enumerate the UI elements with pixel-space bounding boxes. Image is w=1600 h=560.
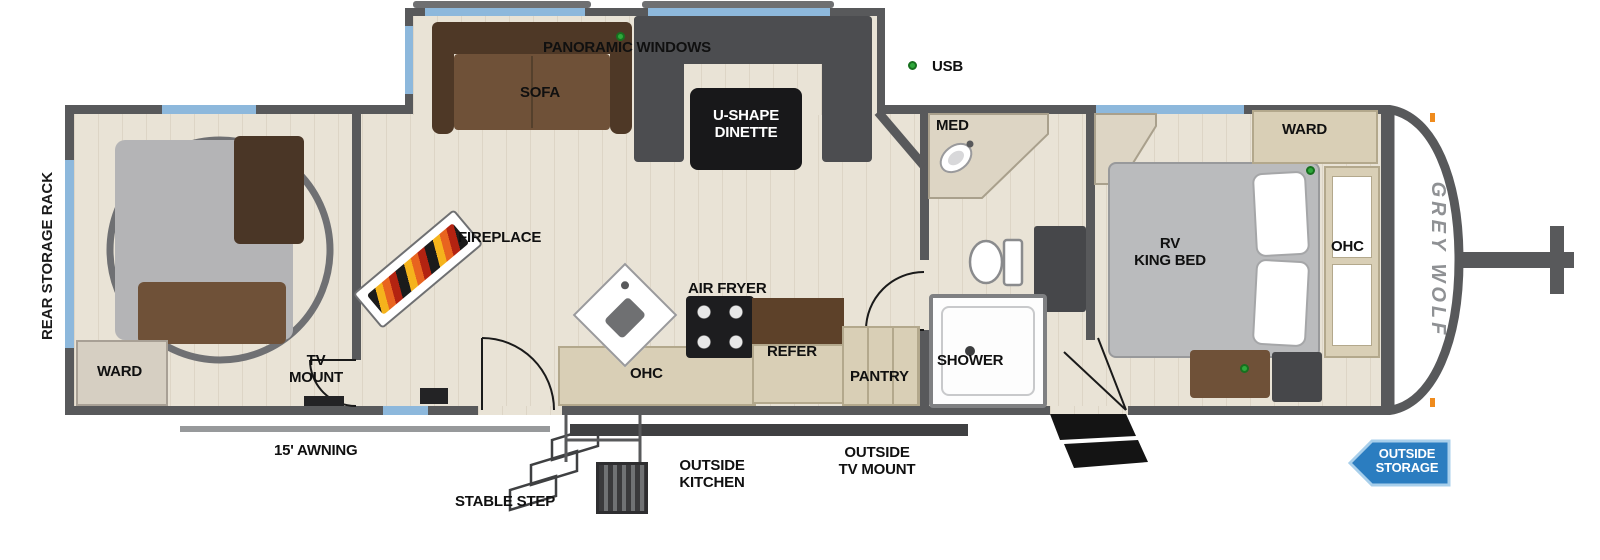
bed-foot-bench: [1190, 350, 1270, 398]
stable-step-label: STABLE STEP: [455, 493, 556, 510]
cap-marker-top: [1430, 113, 1435, 122]
fireplace-label: FIREPLACE: [458, 229, 542, 246]
usb-dot-bed: [1240, 364, 1249, 373]
med-label: MED: [936, 117, 969, 134]
awning-rail: [180, 426, 550, 432]
entry-step-upper: [1050, 414, 1136, 440]
panoramic-windows-label: PANORAMIC WINDOWS: [543, 39, 711, 56]
slide-topper-right: [642, 1, 834, 8]
bathroom-left-wall-upper: [920, 114, 929, 260]
outside-storage-label: OUTSIDE STORAGE: [1375, 446, 1439, 476]
rear-seat-backrest: [234, 136, 304, 244]
kitchen-sink-basin: [603, 296, 647, 340]
front-ward-label: WARD: [1282, 121, 1328, 138]
king-bed-label: RV KING BED: [1134, 235, 1206, 269]
rear-side-window: [65, 160, 74, 348]
shower-pan: [941, 306, 1035, 396]
rear-bottom-window: [383, 406, 428, 415]
outside-tv-mount-rail: [570, 424, 968, 436]
shower-label: SHOWER: [937, 352, 1004, 369]
kitchen-ohc-label: OHC: [630, 365, 663, 382]
bathroom-right-wall: [1086, 114, 1095, 340]
slideout-window-right: [648, 8, 830, 16]
sofa-label: SOFA: [520, 84, 561, 101]
usb-dot-legend: [908, 61, 917, 70]
slide-topper-left: [413, 1, 591, 8]
air-fryer-label: AIR FRYER: [688, 280, 767, 297]
pillow-bottom: [1251, 258, 1311, 348]
hitch-tongue: [1452, 252, 1564, 268]
dinette-label: U-SHAPE DINETTE: [712, 107, 780, 141]
cap-marker-bottom: [1430, 398, 1435, 407]
stable-step-tread-2: [529, 449, 579, 487]
range-air-fryer: [686, 296, 754, 358]
rear-wardrobe: [76, 340, 168, 406]
front-ohc-label: OHC: [1331, 238, 1364, 255]
entry-step-lower: [1064, 440, 1148, 468]
bathroom-left-wall-lower: [920, 330, 929, 406]
usb-dot-ward: [1306, 166, 1315, 175]
rear-top-window: [162, 105, 256, 114]
refrigerator-top: [752, 298, 844, 344]
shower: [929, 294, 1047, 408]
pillow-top: [1251, 170, 1311, 258]
refer-label: REFER: [767, 343, 817, 360]
rear-divider-wall: [352, 114, 361, 360]
hitch-crossbar: [1550, 226, 1564, 294]
pantry-label: PANTRY: [850, 368, 909, 385]
living-tv-bracket: [420, 388, 448, 404]
slideout-window-left: [425, 8, 585, 16]
bedroom-dark-cabinet: [1272, 352, 1322, 402]
sofa-arm-left: [432, 22, 454, 134]
rear-tv-bracket: [304, 396, 344, 406]
hitch-coupler: [1564, 252, 1574, 268]
dinette-bench-right: [822, 16, 872, 162]
rear-tv-mount-label: TV MOUNT: [289, 352, 343, 386]
main-entry-opening: [478, 406, 562, 415]
outside-kitchen-label: OUTSIDE KITCHEN: [679, 457, 745, 491]
awning-label: 15' AWNING: [274, 442, 358, 459]
sofa-back: [432, 22, 632, 54]
slideout-side-window: [405, 26, 413, 94]
front-entry-opening: [1050, 406, 1128, 415]
brand-logo: GREY WOLF: [1427, 181, 1449, 339]
rear-bench: [138, 282, 286, 344]
sofa-cushion-divider: [531, 56, 533, 128]
pantry-cabinet: [842, 326, 920, 406]
outside-kitchen-grill: [596, 462, 648, 514]
kitchen-counter: [558, 346, 756, 406]
usb-dot-sofa: [616, 32, 625, 41]
kitchen-faucet-icon: [619, 279, 631, 291]
rear-ward-label: WARD: [97, 363, 143, 380]
bed-ohc-panel-bottom: [1332, 264, 1372, 346]
rear-storage-rack-label: REAR STORAGE RACK: [39, 171, 56, 341]
bed-ohc-panel-top: [1332, 176, 1372, 258]
outside-tv-mount-label: OUTSIDE TV MOUNT: [838, 444, 916, 478]
front-wardrobe: [1252, 110, 1378, 164]
shower-drain-icon: [965, 346, 975, 356]
dinette-bench-left: [634, 16, 684, 162]
usb-label: USB: [932, 58, 964, 75]
sofa-arm-right: [610, 22, 632, 134]
bedroom-top-window: [1096, 105, 1244, 114]
refrigerator: [752, 344, 844, 404]
dinette-table: [690, 88, 802, 170]
